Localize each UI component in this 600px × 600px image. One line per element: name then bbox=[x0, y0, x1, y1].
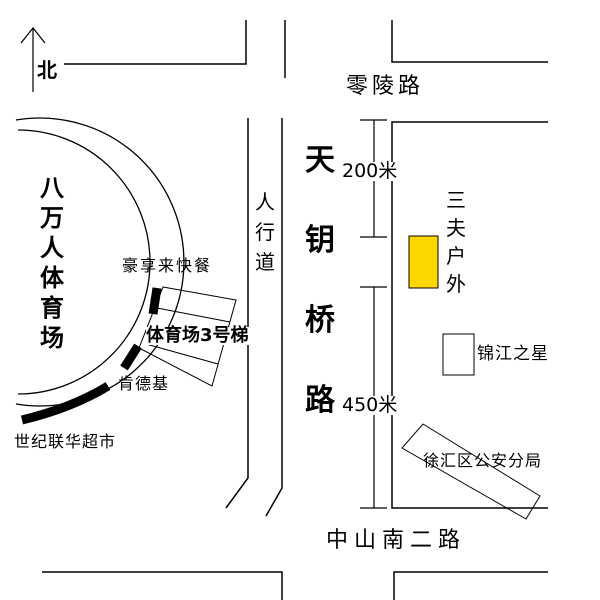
place-label-sanfu-char: 三 bbox=[446, 188, 466, 212]
jinjiang-inn-marker bbox=[442, 333, 475, 376]
road-edge-left bbox=[225, 118, 249, 509]
stadium-name-char: 育 bbox=[40, 294, 64, 322]
stadium-name-char: 万 bbox=[40, 204, 64, 232]
stadium-name-char: 体 bbox=[40, 264, 64, 292]
road-edge-left-inner bbox=[265, 118, 283, 517]
stairway-3-label-number: 3 bbox=[200, 325, 213, 346]
block-top-right bbox=[391, 20, 548, 63]
block-bottom-right bbox=[393, 571, 548, 600]
block-top-left bbox=[64, 20, 247, 65]
place-label-haoxiang: 豪享来快餐 bbox=[122, 256, 213, 275]
place-label-kfc: 肯德基 bbox=[118, 374, 170, 393]
road-label-tianyaoqiao: 天 钥 桥 路 bbox=[305, 146, 335, 416]
place-label-lianhua: 世纪联华超市 bbox=[14, 432, 117, 451]
police-bureau-marker bbox=[401, 423, 541, 520]
stadium-name-char: 场 bbox=[40, 324, 64, 352]
sanfu-outdoor-marker bbox=[408, 235, 439, 289]
distance-label-200: 200米 bbox=[342, 160, 398, 182]
distance-label-450: 450米 bbox=[342, 394, 398, 416]
place-label-police: 徐汇区公安分局 bbox=[423, 451, 543, 470]
north-arrow-icon bbox=[20, 27, 46, 92]
stairway-3-label-text: 体育场 bbox=[146, 325, 200, 346]
place-label-jinjiang: 锦江之星 bbox=[477, 344, 549, 364]
block-right bbox=[391, 121, 548, 509]
stadium-name-char: 八 bbox=[40, 174, 64, 202]
road-label-tianyaoqiao-char: 钥 bbox=[305, 223, 335, 258]
place-label-sanfu-char: 夫 bbox=[446, 216, 466, 240]
north-label: 北 bbox=[37, 58, 57, 82]
place-label-sanfu: 三 夫 户 外 bbox=[446, 190, 466, 294]
sidewalk-label-char: 道 bbox=[255, 250, 275, 274]
road-label-tianyaoqiao-char: 天 bbox=[305, 143, 335, 178]
road-label-zhongshan: 中山南二路 bbox=[326, 528, 467, 553]
place-label-sanfu-char: 外 bbox=[446, 272, 466, 296]
road-label-tianyaoqiao-char: 路 bbox=[305, 383, 335, 418]
road-label-lingling: 零陵路 bbox=[346, 74, 425, 99]
place-label-sanfu-char: 户 bbox=[446, 244, 466, 268]
sidewalk-label: 人 行 道 bbox=[255, 192, 275, 272]
sidewalk-label-char: 行 bbox=[255, 220, 275, 244]
stairway-3-label: 体育场3号梯 bbox=[146, 327, 249, 345]
block-bottom-left bbox=[42, 571, 283, 600]
stadium-name-char: 人 bbox=[40, 234, 64, 262]
stadium-name: 八 万 人 体 育 场 bbox=[40, 176, 64, 350]
road-label-tianyaoqiao-char: 桥 bbox=[305, 303, 335, 338]
stairway-3-label-suffix: 号梯 bbox=[212, 325, 249, 346]
sidewalk-label-char: 人 bbox=[255, 190, 275, 214]
